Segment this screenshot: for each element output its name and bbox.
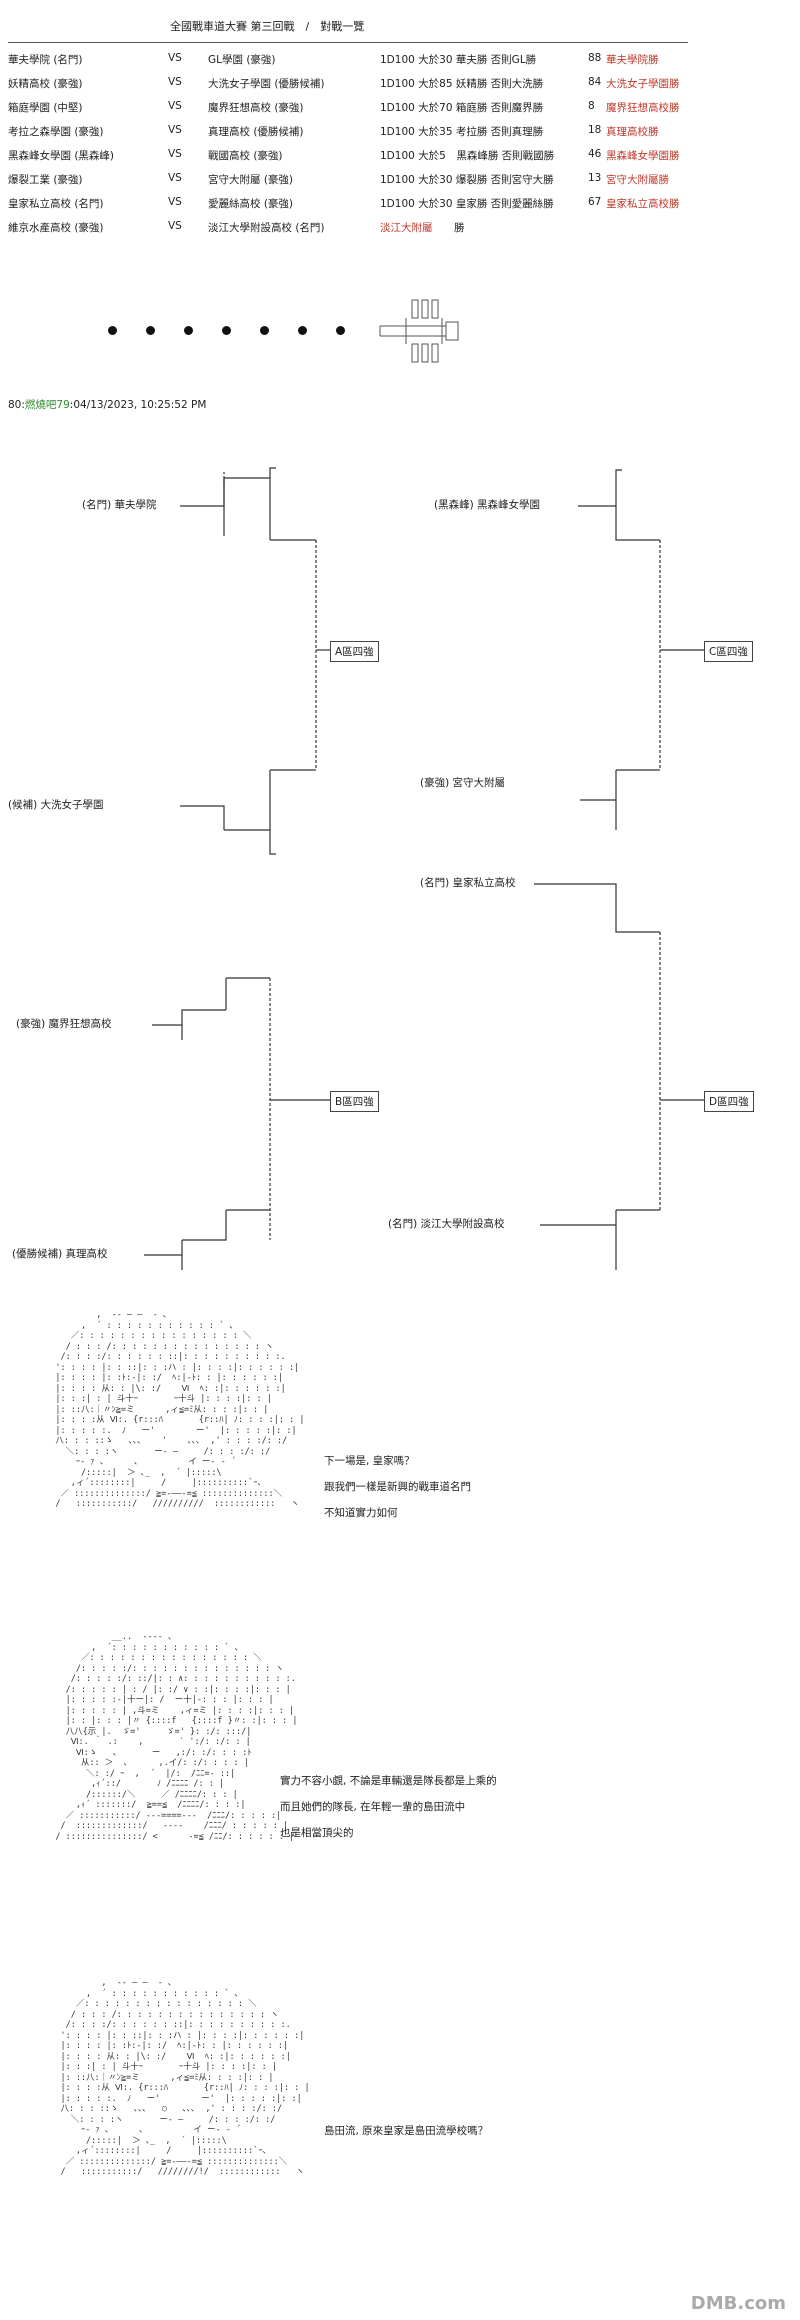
match-row: 黑森峰女學園 (黑森峰) VS 戰國高校 (豪強) 1D100 大於5 黑森峰勝 否則… [8,146,688,164]
dot [222,326,231,335]
match-team2: 魔界狂想高校 (豪強) [208,102,304,114]
match-vs: VS [168,52,182,64]
bracket-b-label: B區四強 [330,1091,379,1112]
match-team1: 考拉之森學園 (豪強) [8,126,104,138]
dialogue-block-1: 下一場是, 皇家嗎？ 跟我們一樣是新興的戰車道名門 不知道實力如何 [324,1448,471,1526]
dot [298,326,307,335]
match-winner: 皇家私立高校勝 [606,198,680,210]
match-team1: 妖精高校 (豪強) [8,78,83,90]
match-winner: 真理高校勝 [606,126,659,138]
dialogue-line: 實力不容小覷, 不論是車輛還是隊長都是上乘的 [280,1775,497,1787]
ascii-art-character-3: , ‐- ― ― - ､ , ´ : : : : : : : : : : : `… [60,1978,310,2177]
dialogue-line: 島田流, 原來皇家是島田流學校嗎？ [324,2125,489,2137]
match-roll-rule: 1D100 大於5 黑森峰勝 否則戰國勝 [380,150,555,162]
match-row: 妖精高校 (豪強) VS 大洗女子學園 (優勝候補) 1D100 大於85 妖精勝 否… [8,74,688,92]
match-winner: 淡江大附屬 [380,222,433,234]
match-roll-rule: 1D100 大於70 箱庭勝 否則魔界勝 [380,102,544,114]
match-vs: VS [168,220,182,232]
post-timestamp: :04/13/2023, 10:25:52 PM [69,399,207,411]
match-roll-rule: 1D100 大於30 皇家勝 否則愛麗絲勝 [380,198,554,210]
bracket-d-top-team: (名門) 皇家私立高校 [420,877,516,889]
match-team1: 華夫學院 (名門) [8,54,83,66]
match-roll-rule: 1D100 大於30 爆裂勝 否則宮守大勝 [380,174,554,186]
match-team1: 箱庭學園 (中堅) [8,102,83,114]
match-vs: VS [168,172,182,184]
bracket-b-bottom-team: (優勝候補) 真理高校 [12,1248,108,1260]
bracket-c-label: C區四強 [704,641,753,662]
match-row: 皇家私立高校 (名門) VS 愛麗絲高校 (豪強) 1D100 大於30 皇家勝 否則… [8,194,688,212]
dot [260,326,269,335]
match-winner: 魔界狂想高校勝 [606,102,680,114]
match-roll-result: 84 [588,76,602,88]
match-vs: VS [168,196,182,208]
match-roll-result: 88 [588,52,602,64]
dialogue-line: 跟我們一樣是新興的戰車道名門 [324,1481,471,1493]
match-team2: 大洗女子學園 (優勝候補) [208,78,325,90]
match-row: 維京水產高校 (豪強) VS 淡江大學附設高校 (名門) 淡江大附屬 勝 [8,218,688,236]
dot [336,326,345,335]
match-winner: 華夫學院勝 [606,54,659,66]
header-divider [8,42,688,43]
match-row: 考拉之森學園 (豪強) VS 真理高校 (優勝候補) 1D100 大於35 考拉勝 否… [8,122,688,140]
match-team2: 真理高校 (優勝候補) [208,126,304,138]
match-team1: 皇家私立高校 (名門) [8,198,104,210]
match-team2: 戰國高校 (豪強) [208,150,283,162]
match-roll-result: 18 [588,124,602,136]
match-winner: 宮守大附屬勝 [606,174,669,186]
match-row: 爆裂工業 (豪強) VS 宮守大附屬 (豪強) 1D100 大於30 爆裂勝 否則宮守… [8,170,688,188]
match-roll-rule: 1D100 大於85 妖精勝 否則大洗勝 [380,78,544,90]
match-roll-rule: 1D100 大於35 考拉勝 否則真理勝 [380,126,544,138]
dialogue-line: 下一場是, 皇家嗎？ [324,1455,415,1467]
match-winner: 黑森峰女學園勝 [606,150,680,162]
bracket-c-top-team: (黑森峰) 黑森峰女學園 [434,499,541,511]
ascii-art-character-2: __.. --‐- 、 , ´: : : : : : : : : : : ` 、… [55,1632,298,1842]
match-team2: 宮守大附屬 (豪強) [208,174,294,186]
match-team1: 爆裂工業 (豪強) [8,174,83,186]
tournament-bracket [144,467,704,1270]
match-team1: 維京水產高校 (豪強) [8,222,104,234]
bracket-d-label: D區四強 [704,1091,754,1112]
watermark-logo: DMB.com [690,2293,786,2314]
match-roll-rule: 1D100 大於30 華夫勝 否則GL勝 [380,54,537,66]
match-team2: 淡江大學附設高校 (名門) [208,222,325,234]
match-vs: VS [168,124,182,136]
match-team2: GL學園 (豪強) [208,54,276,66]
match-row: 箱庭學園 (中堅) VS 魔界狂想高校 (豪強) 1D100 大於70 箱庭勝 否則魔… [8,98,688,116]
match-roll-result: 67 [588,196,602,208]
bracket-a-top-team: (名門) 華夫學院 [82,499,157,511]
post-author-link[interactable]: 燃燒吧79 [24,399,70,411]
bracket-c-bottom-team: (豪強) 宮守大附屬 [420,777,506,789]
match-team2: 愛麗絲高校 (豪強) [208,198,294,210]
match-team1: 黑森峰女學園 (黑森峰) [8,150,115,162]
dialogue-line: 不知道實力如何 [324,1507,398,1519]
dot [146,326,155,335]
match-roll-result: 46 [588,148,602,160]
ascii-art-character-1: , ‐- ― ― - ､ , ´ : : : : : : : : : : : `… [55,1310,305,1509]
match-winner: 大洗女子學園勝 [606,78,680,90]
dialogue-block-3: 島田流, 原來皇家是島田流學校嗎？ [324,2124,488,2138]
dot [108,326,117,335]
match-vs: VS [168,76,182,88]
dialogue-block-2: 實力不容小覷, 不論是車輛還是隊長都是上乘的 而且她們的隊長, 在年輕一輩的島田… [280,1768,497,1846]
page-title: 全國戰車道大賽 第三回戰 / 對戰一覽 [170,20,365,33]
match-vs: VS [168,148,182,160]
bracket-b-top-team: (豪強) 魔界狂想高校 [16,1018,112,1030]
match-roll-result: 13 [588,172,602,184]
match-vs: VS [168,100,182,112]
match-roll-result: 8 [588,100,595,112]
dot [184,326,193,335]
match-winner-suffix: 勝 [454,222,465,234]
match-row: 華夫學院 (名門) VS GL學園 (豪強) 1D100 大於30 華夫勝 否則GL勝… [8,50,688,68]
dialogue-line: 也是相當頂尖的 [280,1827,354,1839]
post-number: 80: [8,399,25,411]
bracket-a-bottom-team: (候補) 大洗女子學園 [8,799,104,811]
bracket-a-label: A區四強 [330,641,379,662]
tank-icon [379,299,459,363]
bracket-d-bottom-team: (名門) 淡江大學附設高校 [388,1218,505,1230]
dialogue-line: 而且她們的隊長, 在年輕一輩的島田流中 [280,1801,466,1813]
